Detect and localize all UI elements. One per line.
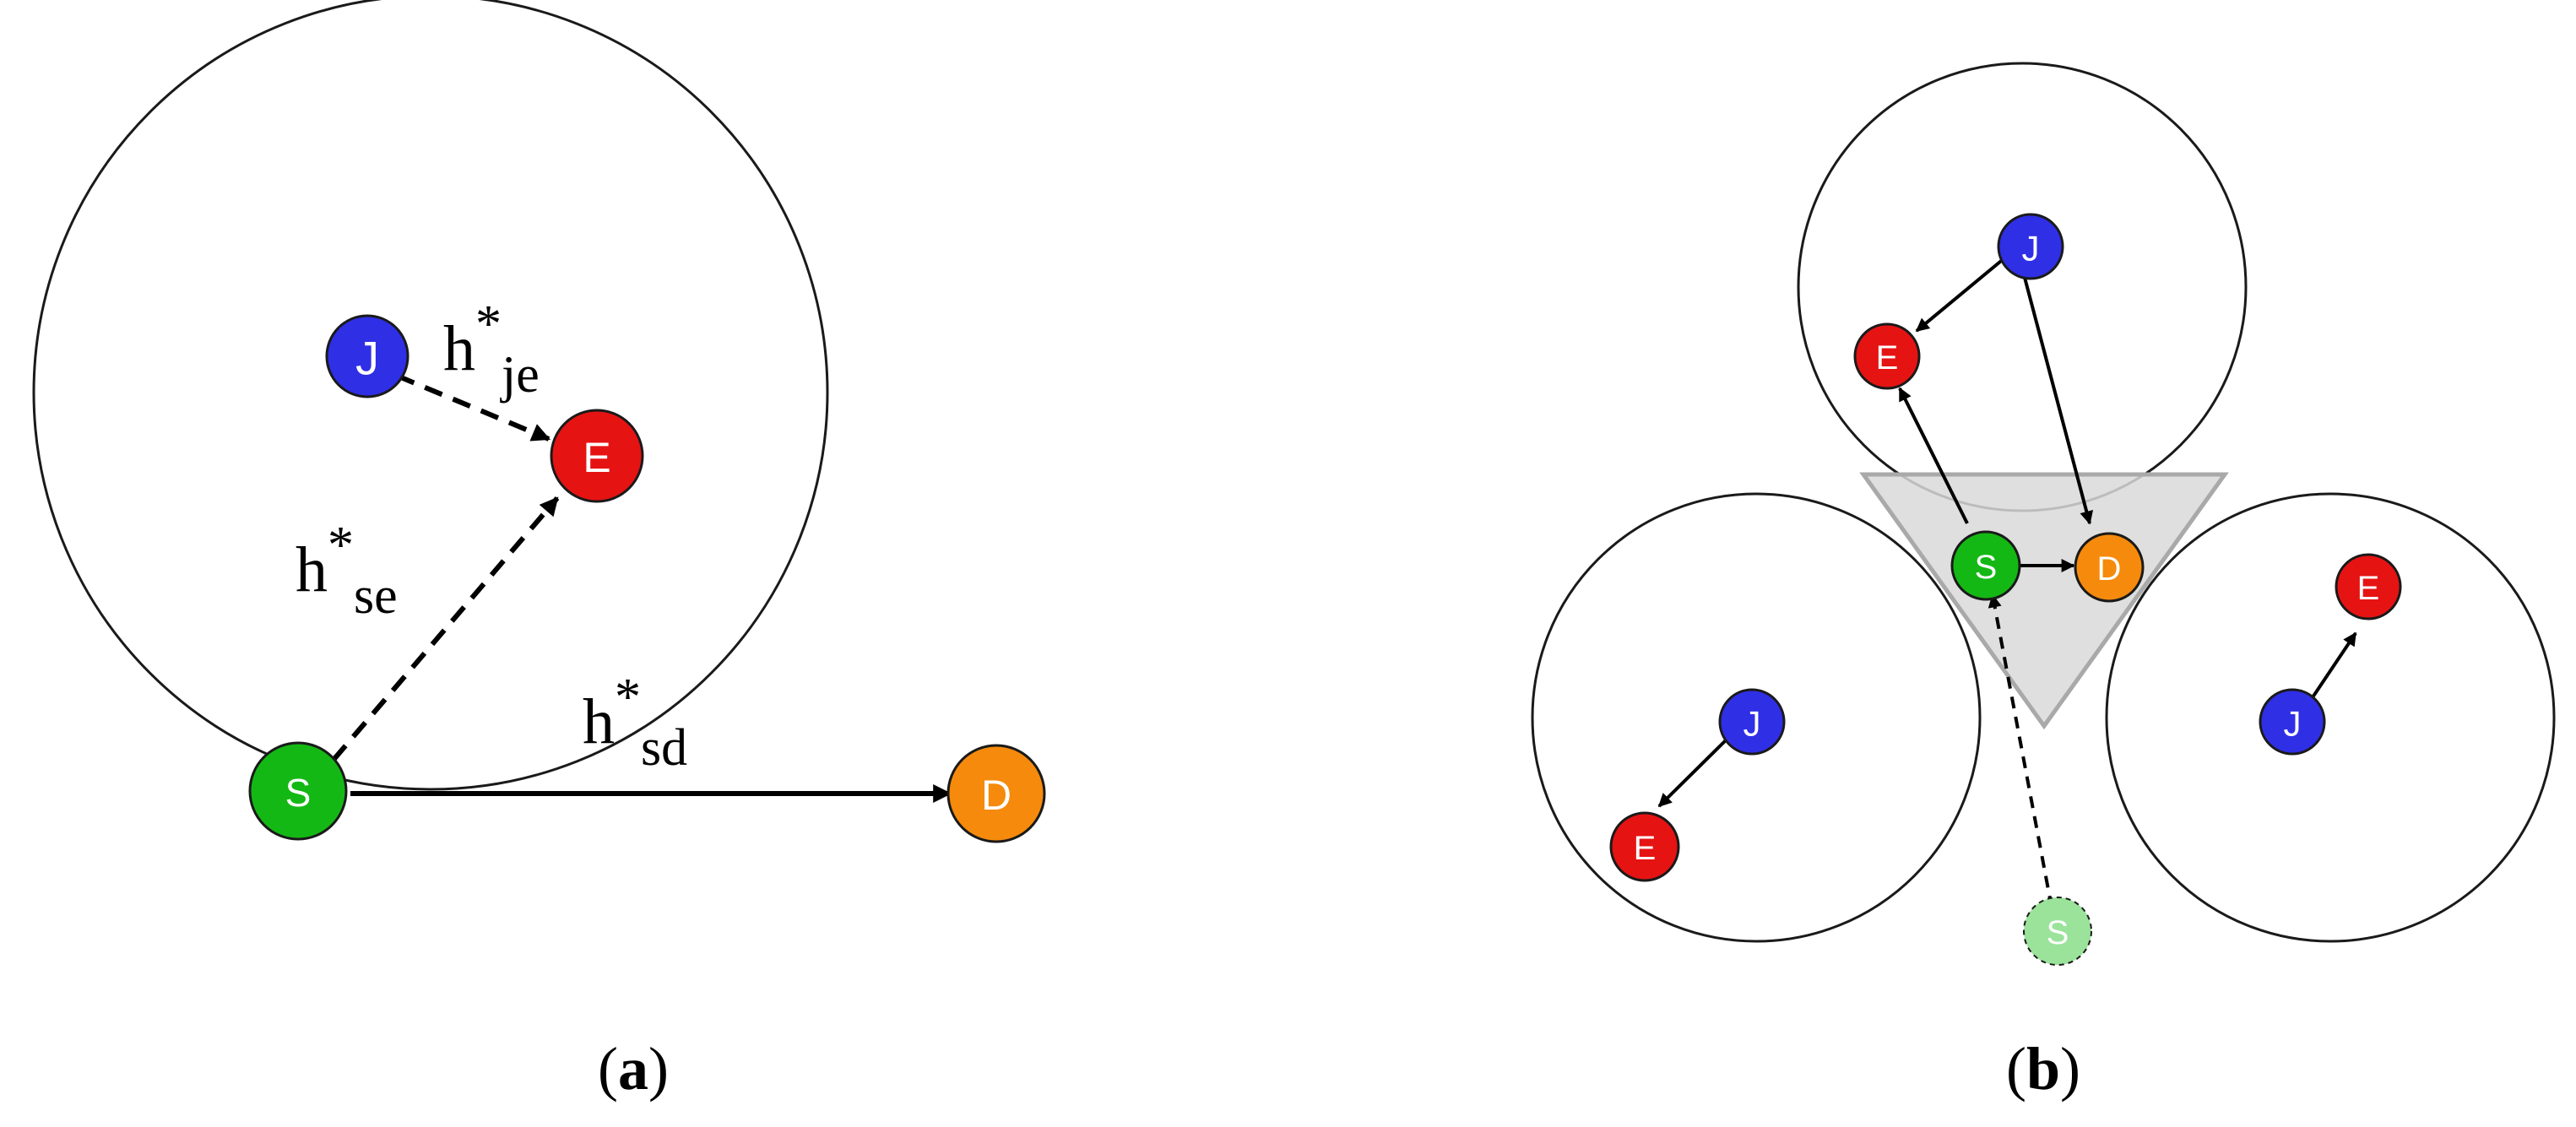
edge-right-jammer-to-eavesdropper <box>2306 631 2357 707</box>
svg-text:D: D <box>2097 550 2122 588</box>
caption-a: (a) <box>598 1035 669 1103</box>
edge-left-jammer-to-eavesdropper <box>1657 731 1735 808</box>
svg-text:J: J <box>1744 704 1761 744</box>
node-destination: D <box>2074 532 2145 603</box>
label-h-se: h*se <box>296 517 398 625</box>
edge-top-jammer-to-eavesdropper <box>1915 256 2007 333</box>
node-jammer: J <box>325 314 409 398</box>
node-top-jammer: J <box>1997 213 2064 280</box>
node-left-jammer: J <box>1718 688 1786 756</box>
coverage-circle-left <box>1531 492 1982 943</box>
coverage-circle-top <box>1797 62 2248 512</box>
svg-text:E: E <box>1876 339 1899 377</box>
svg-text:S: S <box>1975 549 1998 586</box>
node-right-eavesdropper: E <box>2335 553 2402 620</box>
panel-b: J E S D J E E J <box>1531 62 2556 1103</box>
coverage-circle-right <box>2105 492 2556 943</box>
node-right-jammer: J <box>2259 688 2326 756</box>
node-ghost-source: S <box>2023 897 2092 966</box>
node-eavesdropper: E <box>550 409 644 503</box>
node-destination: D <box>946 744 1046 843</box>
edge-source-to-eavesdropper <box>331 496 560 761</box>
jammer-coverage-circle <box>32 0 829 791</box>
svg-text:E: E <box>1634 830 1657 867</box>
node-top-eavesdropper: E <box>1853 322 1921 390</box>
caption-b: (b) <box>2006 1035 2080 1103</box>
protected-zone-triangle <box>1859 472 2229 730</box>
node-source: S <box>1950 530 2021 601</box>
node-source: S <box>248 741 348 841</box>
svg-text:S: S <box>2047 914 2069 951</box>
edge-jammer-to-eavesdropper <box>395 373 551 442</box>
svg-text:E: E <box>2357 570 2380 607</box>
panel-a: h*je h*se h*sd J E S D (a) <box>32 0 1046 1103</box>
svg-text:D: D <box>981 772 1011 819</box>
edge-ghost-source-path <box>1988 593 2053 908</box>
edge-top-jammer-to-destination <box>2022 274 2094 525</box>
svg-text:J: J <box>2284 704 2302 744</box>
label-h-je: h*je <box>443 295 540 404</box>
edge-source-to-top-eavesdropper <box>1898 387 1969 524</box>
svg-text:J: J <box>355 332 379 385</box>
node-left-eavesdropper: E <box>1609 811 1680 882</box>
svg-text:S: S <box>285 771 312 815</box>
svg-text:E: E <box>583 434 610 481</box>
svg-text:J: J <box>2022 229 2040 268</box>
label-h-sd: h*sd <box>583 669 687 777</box>
